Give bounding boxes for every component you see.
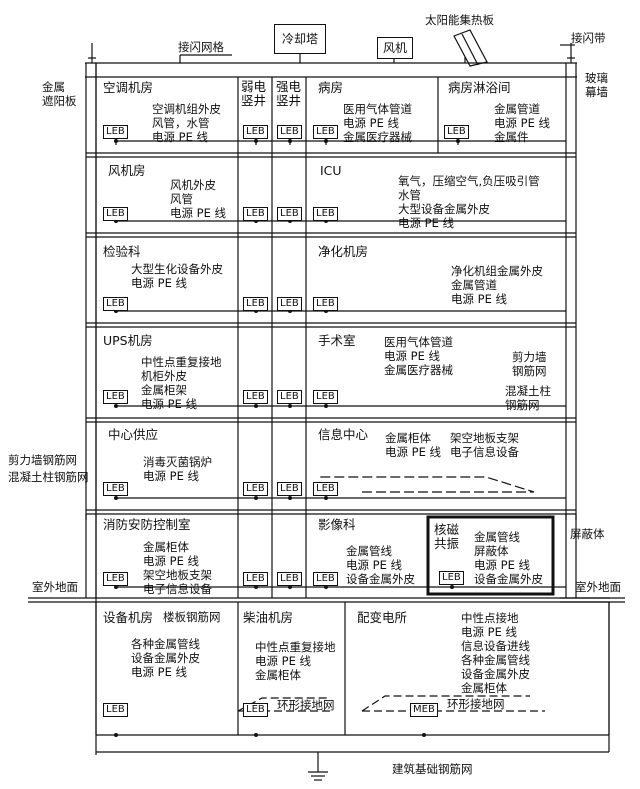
foundation-label: 建筑基础钢筋网 <box>392 762 473 776</box>
leb-box: LEB <box>103 703 128 717</box>
leb-box: LEB <box>313 482 338 496</box>
f7-left-items: 各种金属管线 设备金属外皮 电源 PE 线 <box>131 637 200 679</box>
leb-box: LEB <box>243 572 268 586</box>
f3-right-title: 净化机房 <box>318 244 369 259</box>
leb-box: LEB <box>313 207 338 221</box>
leb-box: LEB <box>243 125 268 139</box>
leb-box: LEB <box>243 297 268 311</box>
roof-fan: 风机 <box>377 37 413 59</box>
f2-right-items: 氧气，压缩空气,负压吸引管 水管 大型设备金属外皮 电源 PE 线 <box>398 174 540 230</box>
leb-box: LEB <box>313 390 338 404</box>
f4-right-title: 手术室 <box>318 333 356 348</box>
leb-box: LEB <box>103 482 128 496</box>
f7-mid-items: 中性点重复接地 电源 PE 线 金属柜体 <box>255 640 336 682</box>
leb-box: LEB <box>277 297 302 311</box>
f6-right-items: 金属管线 电源 PE 线 设备金属外皮 <box>346 544 415 586</box>
leb-box: LEB <box>439 571 464 585</box>
leb-box: LEB <box>313 572 338 586</box>
metal-sunshade-label: 金属 遮阳板 <box>42 80 77 108</box>
meb-box: MEB <box>410 703 438 717</box>
f4-left-items: 中性点重复接地 机柜外皮 金属柜架 电源 PE 线 <box>141 355 222 411</box>
f5-right-items2: 架空地板支架 电子信息设备 <box>450 431 519 459</box>
cooling-tower: 冷却塔 <box>274 24 326 54</box>
leb-box: LEB <box>444 125 469 139</box>
outdoor-ground-right: 室外地面 <box>575 580 621 594</box>
leb-box: LEB <box>277 125 302 139</box>
glass-curtain-label: 玻璃 幕墙 <box>585 71 608 99</box>
f2-right-title: ICU <box>320 163 342 178</box>
f1-right-items: 医用气体管道 电源 PE 线 金属医疗器械 <box>343 102 412 144</box>
leb-box: LEB <box>103 390 128 404</box>
leb-box: LEB <box>243 390 268 404</box>
f4-left-title: UPS机房 <box>103 333 153 348</box>
leb-box: LEB <box>277 207 302 221</box>
leb-box: LEB <box>277 390 302 404</box>
leb-box: LEB <box>313 297 338 311</box>
f1-shower-items: 金属管道 电源 PE 线 金属件 <box>494 102 551 144</box>
f7-mid-title: 柴油机房 <box>243 610 294 625</box>
f1-right-title: 病房 <box>318 80 344 95</box>
f4-right-items: 医用气体管道 电源 PE 线 金属医疗器械 <box>384 335 453 377</box>
f7-right-ring: 环形接地网 <box>447 697 505 711</box>
f4-wall-label2: 混凝土柱 钢筋网 <box>505 384 551 412</box>
strong-shaft-label: 强电 竖井 <box>276 79 302 108</box>
f3-left-items: 大型生化设备外皮 电源 PE 线 <box>131 262 223 290</box>
leb-box: LEB <box>277 572 302 586</box>
f7-right-title: 配变电所 <box>357 610 408 625</box>
leb-box: LEB <box>277 482 302 496</box>
f2-left-title: 风机房 <box>108 163 146 178</box>
f5-right-title: 信息中心 <box>318 427 369 442</box>
leb-box: LEB <box>103 207 128 221</box>
f6-left-items: 金属柜体 电源 PE 线 架空地板支架 电子信息设备 <box>143 540 212 596</box>
f7-left-title: 设备机房 <box>103 610 154 625</box>
f6-left-title: 消防安防控制室 <box>103 517 191 532</box>
leb-box: LEB <box>103 297 128 311</box>
f5-right-items1: 金属柜体 电源 PE 线 <box>385 431 442 459</box>
f6-mri-title: 核磁 共振 <box>434 522 460 551</box>
f5-left-items: 消毒灭菌锅炉 电源 PE 线 <box>143 455 212 483</box>
f4-wall-label1: 剪力墙 钢筋网 <box>512 350 547 378</box>
leb-box: LEB <box>243 482 268 496</box>
f7-floor-rebar: 楼板钢筋网 <box>163 610 221 624</box>
f1-left-items: 空调机组外皮 风管，水管 电源 PE 线 <box>152 102 221 144</box>
shielding-label: 屏蔽体 <box>570 527 605 541</box>
f5-left-title: 中心供应 <box>108 427 159 442</box>
f6-mri-items: 金属管线 屏蔽体 电源 PE 线 设备金属外皮 <box>474 530 543 586</box>
f1-shower-title: 病房淋浴间 <box>448 80 511 95</box>
f1-left-title: 空调机房 <box>103 80 154 95</box>
leb-box: LEB <box>243 703 268 717</box>
f3-right-items: 净化机组金属外皮 金属管道 电源 PE 线 <box>451 264 543 306</box>
concrete-col-label: 混凝土柱钢筋网 <box>8 470 89 484</box>
outdoor-ground-left: 室外地面 <box>32 580 78 594</box>
shear-wall-label: 剪力墙钢筋网 <box>8 453 77 467</box>
solar-panel-label: 太阳能集热板 <box>425 13 494 27</box>
f2-left-items: 风机外皮 风管 电源 PE 线 <box>170 178 227 220</box>
lightning-grid-label: 接闪网格 <box>178 40 224 54</box>
leb-box: LEB <box>103 572 128 586</box>
f7-right-items: 中性点接地 电源 PE 线 信息设备进线 各种金属管线 设备金属外皮 金属柜体 <box>461 611 530 695</box>
leb-box: LEB <box>313 125 338 139</box>
lightning-strip-label: 接闪带 <box>571 31 606 45</box>
leb-box: LEB <box>243 207 268 221</box>
leb-box: LEB <box>103 125 128 139</box>
weak-shaft-label: 弱电 竖井 <box>241 79 267 108</box>
f6-right-title: 影像科 <box>318 517 356 532</box>
f7-mid-ring: 环形接地网 <box>277 698 335 712</box>
f3-left-title: 检验科 <box>103 244 141 259</box>
